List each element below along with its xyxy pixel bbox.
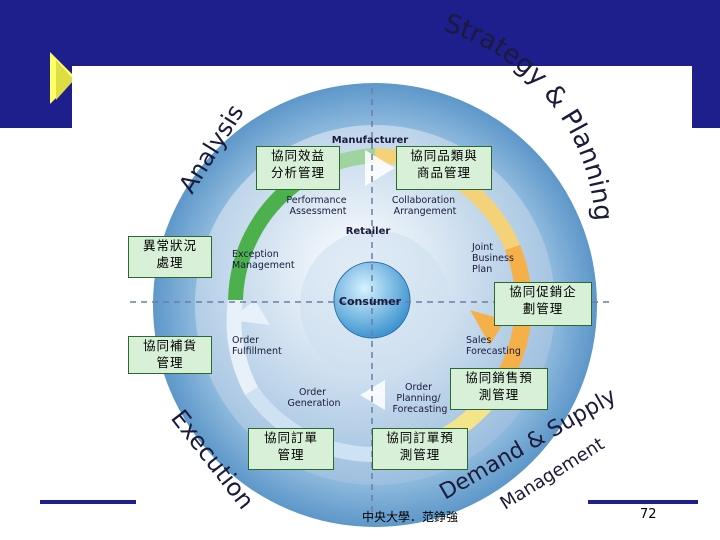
footer-line-right	[588, 500, 698, 504]
footer-author: 中央大學．范錚強	[361, 510, 458, 524]
performance-assessment-label: Performance Assessment	[286, 195, 349, 217]
callout-replenishment: 協同補貨 管理	[128, 336, 212, 374]
footer-line-left	[40, 500, 136, 504]
callout-promotion: 協同促銷企 劃管理	[494, 282, 592, 326]
order-planning-label: Order Planning/ Forecasting	[393, 382, 448, 415]
callout-exception: 異常狀況 處理	[128, 236, 212, 278]
order-fulfillment-label: Order Fulfillment	[232, 335, 282, 357]
callout-order-forecast: 協同訂單預 測管理	[372, 428, 468, 470]
callout-order-mgmt: 協同訂單 管理	[248, 428, 334, 470]
callout-category-mgmt: 協同品類與 商品管理	[396, 146, 492, 190]
consumer-label: Consumer	[339, 295, 402, 308]
page-number: 72	[640, 507, 657, 522]
arrow-head-left	[230, 300, 270, 325]
sales-forecasting-label: Sales Forecasting	[466, 335, 521, 357]
order-generation-label: Order Generation	[288, 387, 341, 409]
retailer-label: Retailer	[346, 226, 391, 237]
arrow-segment-white	[226, 300, 258, 395]
callout-sales-forecast: 協同銷售預 測管理	[450, 368, 548, 410]
joint-business-plan-label: Joint Business Plan	[471, 242, 517, 275]
collaboration-arrangement-label: Collaboration Arrangement	[392, 195, 458, 217]
arrow-head-bottom	[360, 380, 385, 410]
arrow-segment-green	[228, 178, 300, 300]
exception-management-label: Exception Management	[232, 249, 295, 271]
callout-performance-mgmt: 協同效益 分析管理	[256, 146, 340, 190]
manufacturer-label: Manufacturer	[332, 135, 409, 146]
